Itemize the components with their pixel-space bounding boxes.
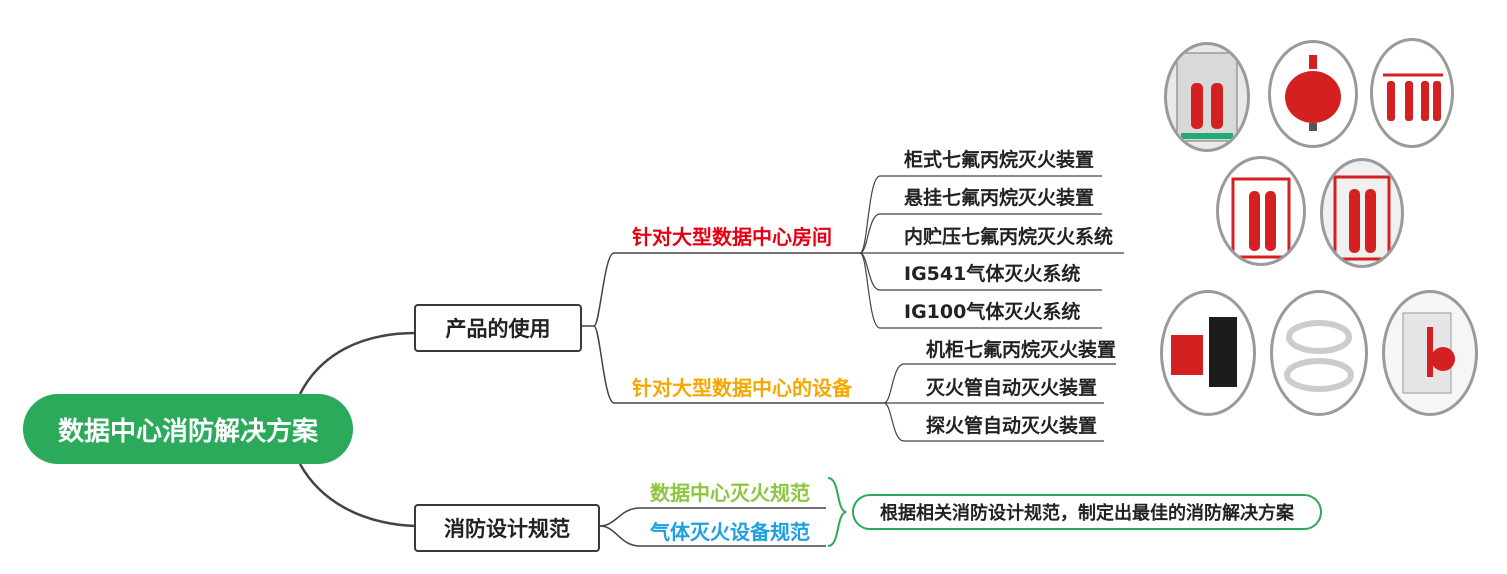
leaf-hanging-hfc[interactable]: 悬挂七氟丙烷灭火装置: [904, 187, 1095, 209]
ig541-system-image: [1216, 156, 1306, 266]
root-label: 数据中心消防解决方案: [57, 416, 318, 447]
branch-design-spec-label: 消防设计规范: [444, 517, 570, 541]
spec-gas[interactable]: 气体灭火设备规范: [650, 520, 810, 544]
branch-product-use-label: 产品的使用: [445, 317, 551, 341]
leaf-ig541[interactable]: IG541气体灭火系统: [904, 263, 1081, 285]
leaf-ig100[interactable]: IG100气体灭火系统: [904, 301, 1081, 323]
ig100-system-image: [1320, 158, 1404, 268]
branch-product-use[interactable]: 产品的使用: [414, 304, 582, 352]
solution-note[interactable]: 根据相关消防设计规范，制定出最佳的消防解决方案: [852, 494, 1322, 530]
root-node[interactable]: 数据中心消防解决方案: [23, 394, 353, 464]
fire-tube-image: [1270, 290, 1368, 416]
leaf-cabinet-hfc[interactable]: 柜式七氟丙烷灭火装置: [904, 149, 1095, 171]
leaf-rack-hfc[interactable]: 机柜七氟丙烷灭火装置: [926, 339, 1117, 361]
detector-tube-image: [1382, 290, 1478, 416]
large-equip-label[interactable]: 针对大型数据中心的设备: [632, 376, 852, 400]
rack-hfc-image: [1160, 290, 1256, 416]
spec-datacenter[interactable]: 数据中心灭火规范: [650, 481, 810, 505]
large-room-label[interactable]: 针对大型数据中心房间: [632, 225, 832, 249]
stored-pressure-system-image: [1370, 38, 1454, 148]
cabinet-system-image: [1164, 42, 1250, 152]
solution-note-text: 根据相关消防设计规范，制定出最佳的消防解决方案: [880, 503, 1294, 524]
leaf-detector-tube[interactable]: 探火管自动灭火装置: [926, 415, 1098, 437]
branch-design-spec[interactable]: 消防设计规范: [414, 504, 600, 552]
leaf-stored-pressure-hfc[interactable]: 内贮压七氟丙烷灭火系统: [904, 226, 1114, 248]
leaf-tube-extinguisher[interactable]: 灭火管自动灭火装置: [926, 377, 1098, 399]
hanging-extinguisher-image: [1268, 40, 1358, 148]
